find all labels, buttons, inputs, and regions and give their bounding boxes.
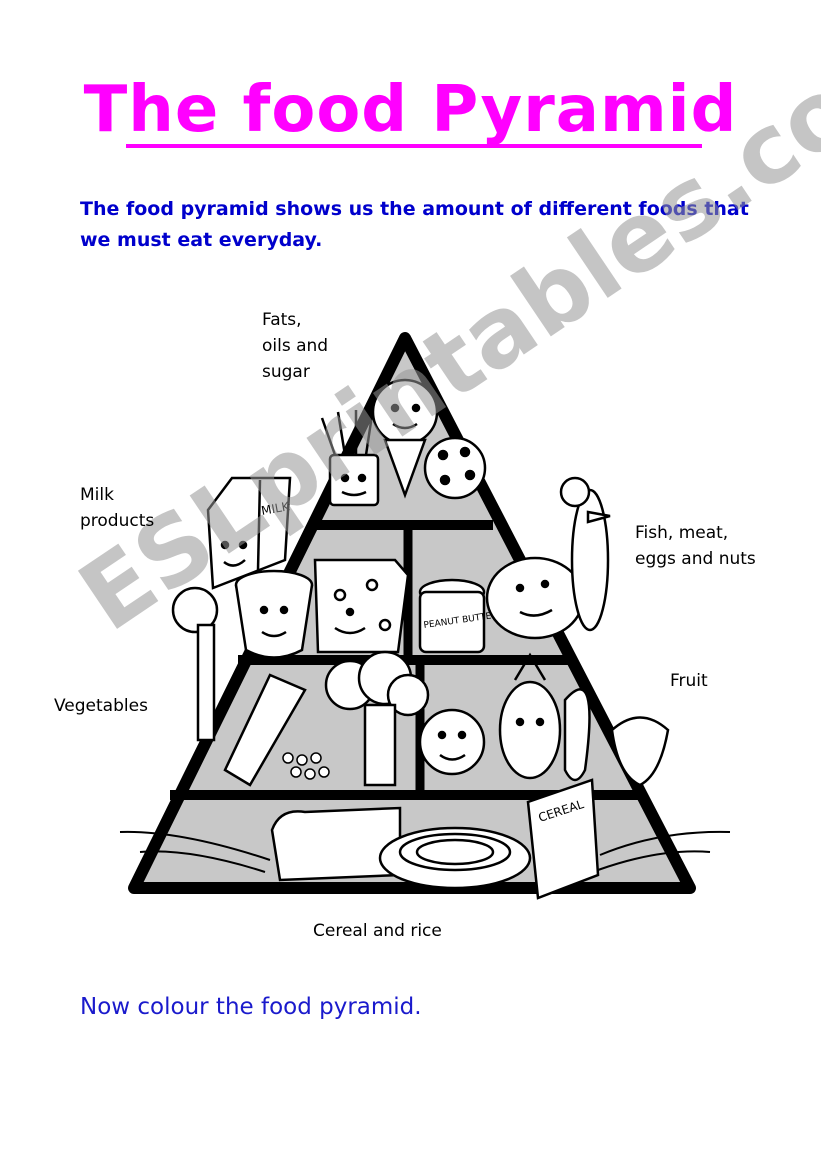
cookie-drawing bbox=[423, 436, 487, 500]
banana-drawing bbox=[563, 688, 591, 782]
wheat-drawing bbox=[119, 830, 731, 873]
label-fish-meat: Fish, meat, eggs and nuts bbox=[635, 523, 756, 569]
bird-drawing bbox=[559, 476, 611, 632]
ice-cream-drawing bbox=[371, 378, 439, 499]
celery-drawing bbox=[223, 673, 307, 787]
cheese-drawing bbox=[313, 558, 410, 654]
label-cereal-rice: Cereal and rice bbox=[313, 921, 442, 941]
peas-drawing bbox=[282, 752, 330, 780]
cereal-box-drawing bbox=[526, 778, 600, 900]
yogurt-cup-drawing bbox=[234, 569, 314, 659]
instruction-text: Now colour the food pyramid. bbox=[80, 994, 422, 1020]
label-fruit: Fruit bbox=[670, 671, 708, 691]
broccoli-drawing bbox=[171, 586, 430, 787]
label-fats: Fats, oils and sugar bbox=[262, 310, 329, 382]
pineapple-drawing bbox=[498, 652, 562, 780]
meat-drawing bbox=[485, 556, 585, 640]
label-milk-products: Milk products bbox=[80, 485, 155, 531]
fries-drawing bbox=[320, 410, 380, 507]
peanut-butter-jar-drawing bbox=[418, 578, 486, 654]
intro-text: The food pyramid shows us the amount of … bbox=[80, 198, 749, 251]
strawberry-drawing bbox=[610, 716, 670, 787]
bread-drawing bbox=[270, 806, 402, 882]
label-vegetables: Vegetables bbox=[54, 696, 148, 716]
pasta-plate-drawing bbox=[378, 826, 532, 890]
orange-drawing bbox=[418, 708, 486, 776]
milk-carton-drawing bbox=[206, 476, 292, 590]
title-underline bbox=[126, 144, 702, 148]
page-title: The food Pyramid bbox=[83, 73, 738, 147]
milk-carton-text: MILK bbox=[260, 499, 292, 518]
